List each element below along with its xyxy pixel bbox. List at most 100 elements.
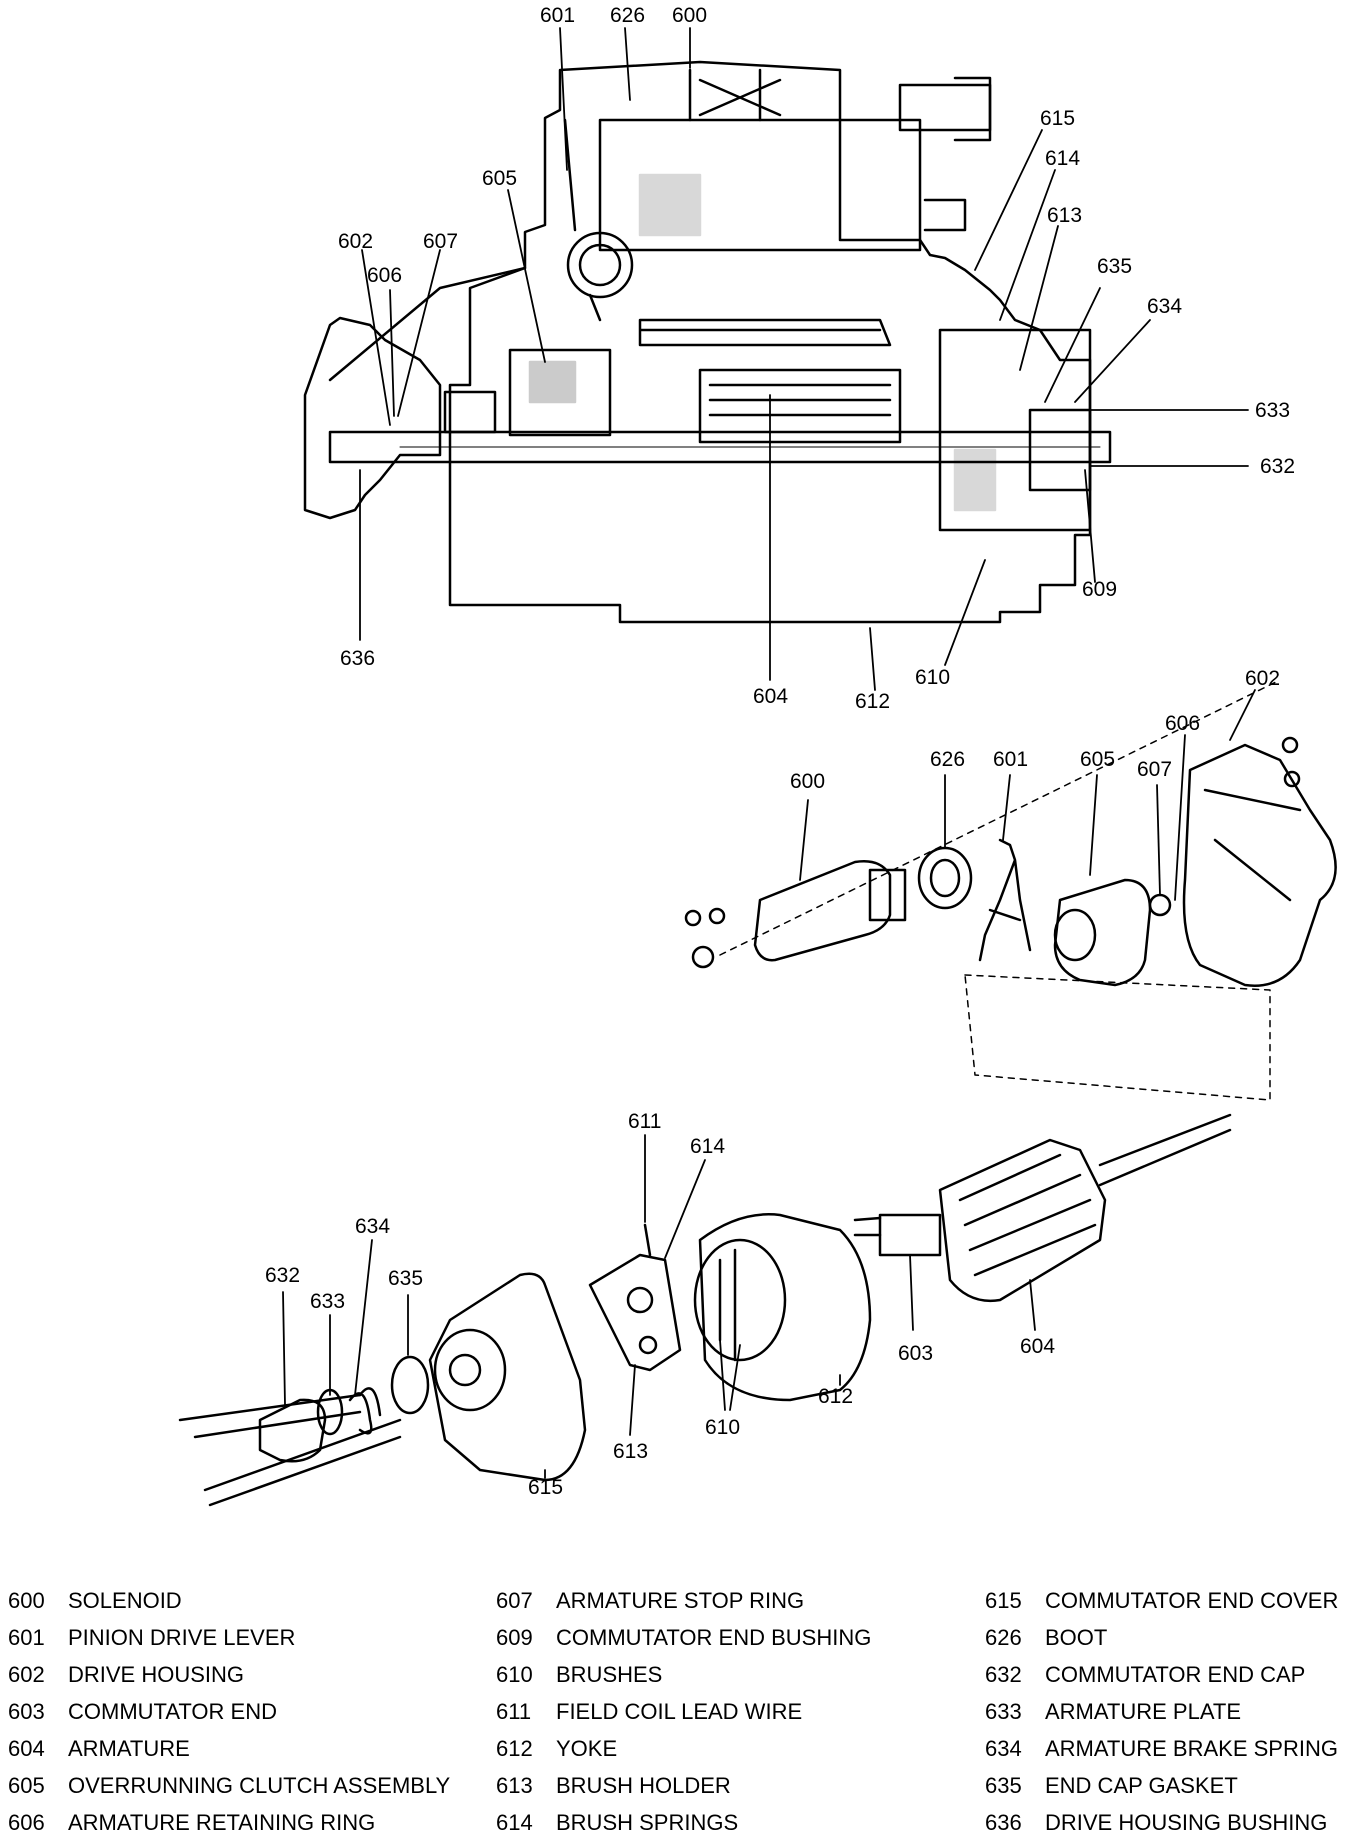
legend-number: 614 (496, 1810, 533, 1835)
top-leader-lines (359, 27, 1249, 691)
callout-604: 604 (753, 685, 788, 708)
callout-602-exploded: 602 (1245, 667, 1280, 690)
callout-632: 632 (1260, 455, 1295, 478)
callout-603: 603 (898, 1342, 933, 1365)
legend-row: 611 FIELD COIL LEAD WIRE (496, 1693, 871, 1730)
legend-number: 626 (985, 1625, 1022, 1650)
legend-row: 615 COMMUTATOR END COVER (985, 1582, 1338, 1619)
exploded-drive-group (684, 679, 1337, 1101)
callout-612-exploded: 612 (818, 1385, 853, 1408)
legend-label: ARMATURE BRAKE SPRING (1045, 1736, 1338, 1761)
callout-633-exploded: 633 (310, 1290, 345, 1313)
callout-610-exploded: 610 (705, 1416, 740, 1439)
callout-614: 614 (1045, 147, 1080, 170)
bottom-callouts: 611 614 634 632 633 635 603 604 612 610 … (265, 1110, 1055, 1499)
legend-number: 615 (985, 1588, 1022, 1613)
legend-row: 635 END CAP GASKET (985, 1767, 1338, 1804)
callout-626-exploded: 626 (930, 748, 965, 771)
legend-row: 633 ARMATURE PLATE (985, 1693, 1338, 1730)
legend-number: 613 (496, 1773, 533, 1798)
armature-shaft-part (1098, 1113, 1232, 1187)
legend-number: 603 (8, 1699, 45, 1724)
armature-plate-part (316, 1388, 344, 1436)
callout-606: 606 (367, 264, 402, 287)
callout-633: 633 (1255, 399, 1290, 422)
legend-number: 612 (496, 1736, 533, 1761)
callout-634: 634 (1147, 295, 1182, 318)
callout-632-exploded: 632 (265, 1264, 300, 1287)
legend-row: 634 ARMATURE BRAKE SPRING (985, 1730, 1338, 1767)
legend-label: FIELD COIL LEAD WIRE (556, 1699, 803, 1724)
drive-housing-flange (328, 266, 527, 382)
middle-callouts: 602 606 600 626 601 605 607 (790, 667, 1280, 793)
drive-lever-pivot (566, 231, 634, 299)
legend-label: END CAP GASKET (1045, 1773, 1238, 1798)
commutator-end-cap-part (258, 1398, 327, 1463)
overrunning-clutch-part (1053, 878, 1152, 987)
drive-housing-nose (303, 316, 442, 520)
armature-shaft (328, 430, 1112, 464)
assembled-cross-section (303, 60, 1112, 624)
legend-label: OVERRUNNING CLUTCH ASSEMBLY (68, 1773, 451, 1798)
solenoid-terminal (898, 83, 992, 132)
legend-row: 626 BOOT (985, 1619, 1338, 1656)
callout-626: 626 (610, 4, 645, 27)
legend-label: SOLENOID (68, 1588, 182, 1613)
callout-613-exploded: 613 (613, 1440, 648, 1463)
legend-number: 633 (985, 1699, 1022, 1724)
callout-615: 615 (1040, 107, 1075, 130)
legend-label: YOKE (556, 1736, 618, 1761)
callout-600: 600 (672, 4, 707, 27)
callout-605: 605 (482, 167, 517, 190)
motor-body-outline (448, 60, 1092, 624)
legend-label: ARMATURE PLATE (1045, 1699, 1241, 1724)
legend-row: 600 SOLENOID (8, 1582, 450, 1619)
legend-number: 635 (985, 1773, 1022, 1798)
callout-614-exploded: 614 (690, 1135, 725, 1158)
legend-row: 612 YOKE (496, 1730, 871, 1767)
brush-holder-part (588, 1253, 682, 1372)
pinion-drive-lever-part (978, 838, 1032, 962)
legend-number: 600 (8, 1588, 45, 1613)
legend-number: 609 (496, 1625, 533, 1650)
callout-602: 602 (338, 230, 373, 253)
terminal-nut (691, 945, 715, 969)
terminal-nut (708, 907, 726, 925)
callout-611: 611 (628, 1110, 661, 1133)
legend-label: COMMUTATOR END BUSHING (556, 1625, 872, 1650)
callout-601-exploded: 601 (993, 748, 1028, 771)
legend-row: 613 BRUSH HOLDER (496, 1767, 871, 1804)
legend-label: PINION DRIVE LEVER (68, 1625, 296, 1650)
clutch-assembly (508, 348, 612, 437)
legend-label: ARMATURE STOP RING (556, 1588, 805, 1613)
legend-number: 611 (496, 1699, 532, 1724)
callout-610: 610 (915, 666, 950, 689)
legend-label: COMMUTATOR END COVER (1045, 1588, 1339, 1613)
legend-label: COMMUTATOR END (68, 1699, 277, 1724)
callout-607-exploded: 607 (1137, 758, 1172, 781)
legend-label: BRUSH HOLDER (556, 1773, 731, 1798)
legend-number: 604 (8, 1736, 45, 1761)
drive-housing-part (1182, 743, 1337, 987)
legend-label: BOOT (1045, 1625, 1108, 1650)
yoke-part (698, 1213, 872, 1402)
legend-number: 634 (985, 1736, 1022, 1761)
callout-607: 607 (423, 230, 458, 253)
callout-634-exploded: 634 (355, 1215, 390, 1238)
callout-636: 636 (340, 647, 375, 670)
legend-number: 602 (8, 1662, 45, 1687)
alignment-dashed-line (719, 679, 1281, 1101)
callout-613: 613 (1047, 204, 1082, 227)
solenoid-part (753, 860, 892, 962)
commutator-end-cover-part (428, 1272, 587, 1482)
callout-605-exploded: 605 (1080, 748, 1115, 771)
